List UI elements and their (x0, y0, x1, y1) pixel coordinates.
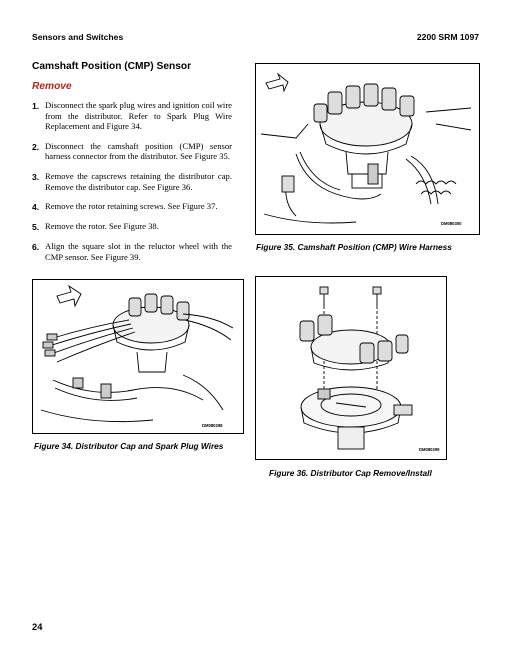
figure-35-illustration (260, 72, 472, 224)
figure-36-frame: DM080299 (255, 276, 447, 460)
procedure-step: 2. Disconnect the camshaft position (CMP)… (32, 141, 232, 162)
figure-34-id-label: DM080298 (202, 423, 223, 428)
figure-36-caption: Figure 36. Distributor Cap Remove/Instal… (269, 468, 432, 478)
figure-34-illustration (40, 284, 234, 423)
procedure-steps: 1. Disconnect the spark plug wires and ig… (32, 100, 232, 271)
figure-35-caption: Figure 35. Camshaft Position (CMP) Wire … (256, 242, 452, 252)
step-text: Align the square slot in the reluctor wh… (45, 241, 232, 262)
procedure-step: 4. Remove the rotor retaining screws. See… (32, 201, 232, 212)
step-number: 5. (32, 222, 40, 233)
step-number: 1. (32, 101, 40, 111)
subheading-remove: Remove (32, 81, 72, 92)
step-number: 2. (32, 141, 40, 152)
procedure-step: 5. Remove the rotor. See Figure 38. (32, 221, 232, 232)
procedure-step: 3. Remove the capscrews retaining the dis… (32, 171, 232, 192)
page-number: 24 (32, 621, 43, 632)
step-number: 4. (32, 202, 40, 213)
step-number: 3. (32, 171, 40, 182)
procedure-step: 1. Disconnect the spark plug wires and ig… (32, 100, 232, 132)
figure-35-frame: DM080300 (255, 63, 480, 235)
running-header-left: Sensors and Switches (32, 32, 124, 42)
procedure-step: 6. Align the square slot in the reluctor … (32, 241, 232, 262)
figure-36-id-label: DM080299 (419, 447, 440, 452)
running-header-right: 2200 SRM 1097 (416, 32, 479, 42)
step-text: Remove the rotor. See Figure 38. (45, 221, 159, 232)
figure-36-illustration (299, 286, 413, 450)
section-title: Camshaft Position (CMP) Sensor (32, 61, 192, 72)
step-text: Remove the rotor retaining screws. See F… (45, 201, 218, 212)
step-number: 6. (32, 242, 40, 253)
step-text: Remove the capscrews retaining the distr… (45, 170, 232, 192)
figure-34-frame: DM080298 (32, 279, 244, 434)
step-text: Disconnect the camshaft position (CMP) s… (45, 140, 232, 162)
figure-35-id-label: DM080300 (441, 221, 462, 226)
figure-34-caption: Figure 34. Distributor Cap and Spark Plu… (34, 441, 224, 451)
step-text: Disconnect the spark plug wires and igni… (45, 100, 232, 132)
